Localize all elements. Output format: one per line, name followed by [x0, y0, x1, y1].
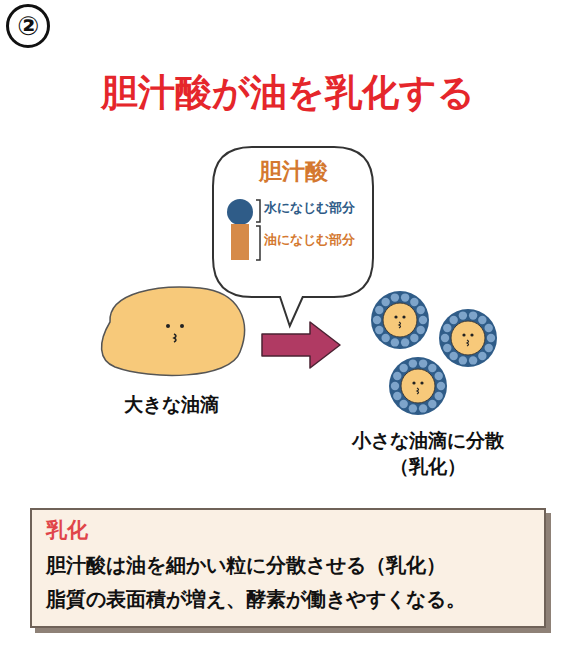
- node-label: 大きな油滴: [90, 392, 252, 418]
- oil-drop: 大きな油滴: [90, 282, 252, 418]
- summary-box: 乳化胆汁酸は油を細かい粒に分散させる（乳化） 脂質の表面積が増え、酵素が働きやす…: [30, 508, 546, 628]
- head-icon: [227, 199, 253, 225]
- droplet-group: 小さな油滴に分散 （乳化）: [338, 290, 518, 479]
- part-label: 水になじむ部分: [264, 199, 374, 217]
- bubble-heading: 胆汁酸: [212, 156, 374, 187]
- box-heading: 乳化: [46, 516, 530, 544]
- speech-bubble: 胆汁酸水になじむ部分油になじむ部分: [212, 146, 374, 298]
- title: 胆汁酸が油を乳化する: [0, 68, 575, 118]
- tail-icon: [231, 224, 249, 260]
- oil-drop-body: [102, 287, 245, 375]
- mouth: [174, 334, 176, 342]
- eye: [180, 324, 184, 328]
- eye: [166, 324, 170, 328]
- bubble-shape: [213, 147, 373, 326]
- callout-number: ②: [6, 4, 50, 48]
- oil-drop-shape: [90, 282, 252, 382]
- box-body: 胆汁酸は油を細かい粒に分散させる（乳化） 脂質の表面積が増え、酵素が働きやすくな…: [46, 548, 530, 616]
- block-arrow: [262, 322, 340, 368]
- bracket: [256, 200, 260, 260]
- node-label: 小さな油滴に分散 （乳化）: [338, 428, 518, 479]
- part-label: 油になじむ部分: [264, 231, 374, 249]
